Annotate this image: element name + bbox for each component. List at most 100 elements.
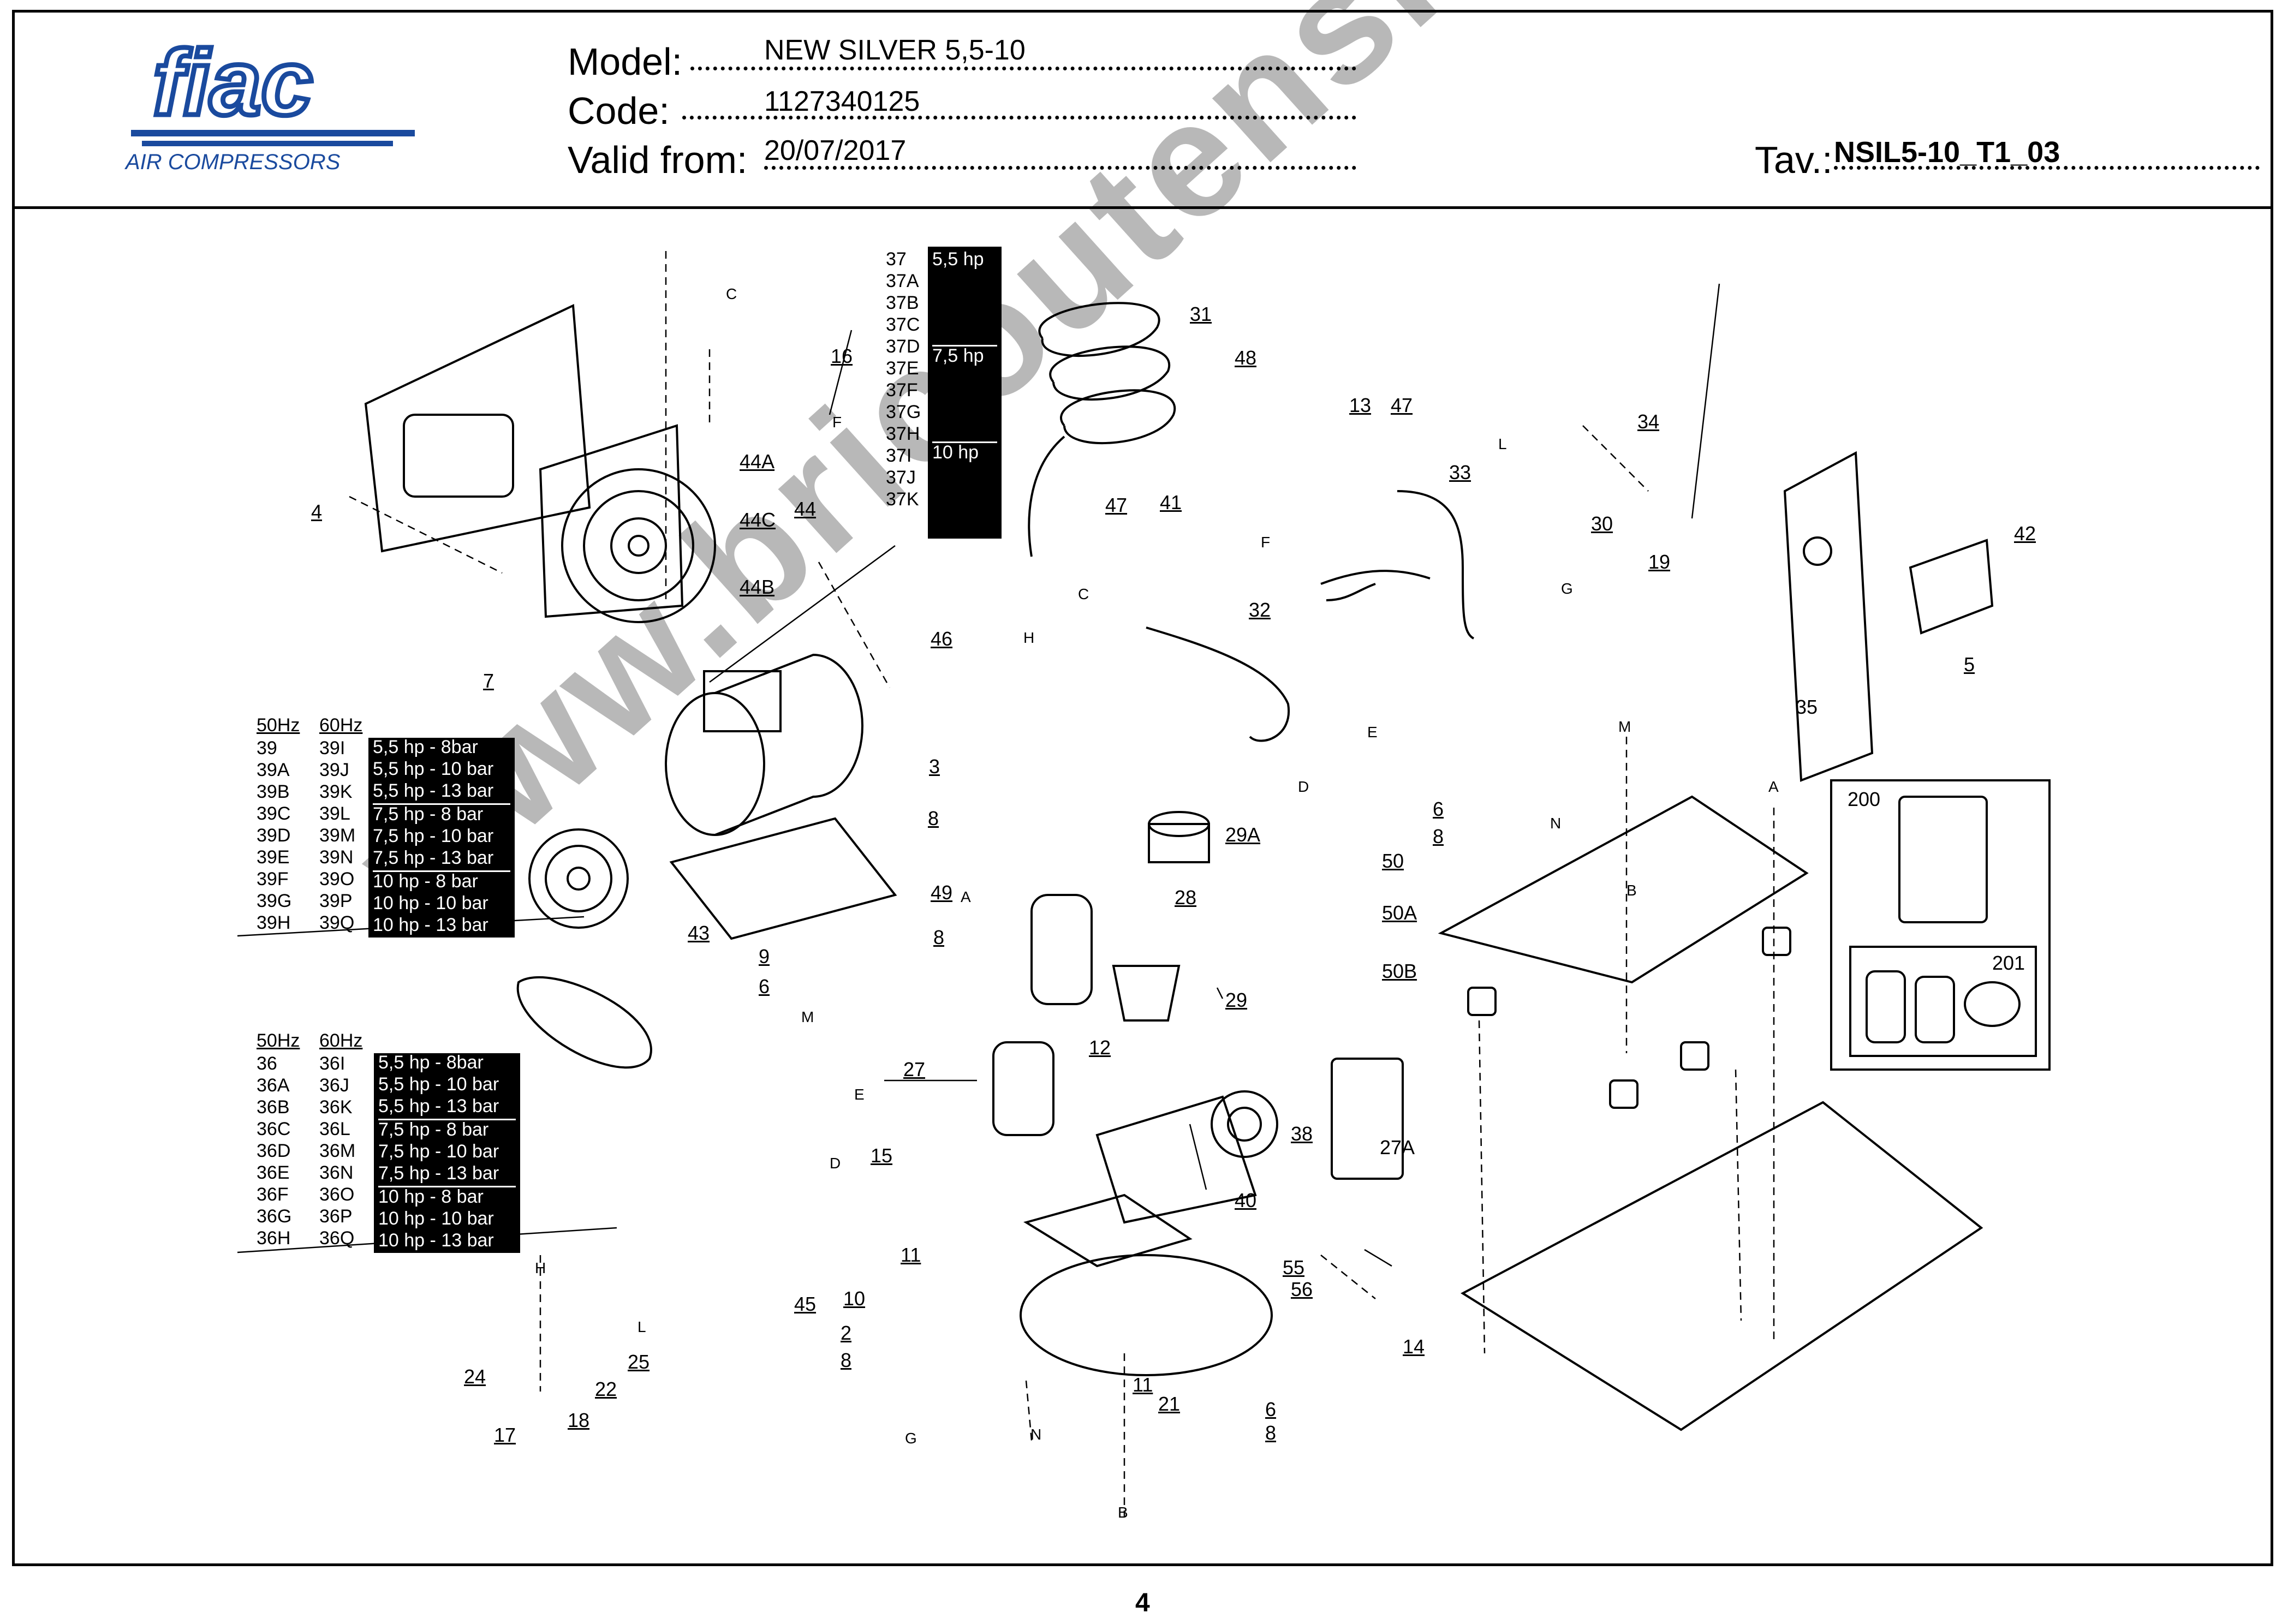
callout-44: 44 [794,498,817,520]
callout-5: 5 [1964,653,1975,676]
callout-10: 10 [843,1287,866,1310]
code-value: 1127340125 [764,86,920,117]
callout-25: 25 [628,1351,650,1373]
belt-desc-row: 5,5 hp - 13 bar [378,1096,499,1116]
guide-motor [829,330,853,415]
letter-b: B [1118,1504,1128,1521]
fiac-logo: fiac AIR COMPRESSORS [120,29,458,180]
callout-2: 2 [841,1322,852,1344]
belt-code: 36J [319,1075,349,1096]
letter-m: M [1618,718,1631,735]
motor-code: 37K [886,489,919,510]
callout-41: 41 [1160,491,1182,514]
belt-code: 36D [257,1141,291,1161]
valid-label: Valid from: [568,139,748,181]
letter-a: A [1768,778,1779,795]
belt-desc-row: 5,5 hp - 10 bar [378,1074,499,1095]
callout-16: 16 [831,345,853,367]
pulley-code: 39M [319,825,356,846]
callout-8-c: 8 [841,1349,852,1371]
letter-l: L [1498,435,1507,452]
callout-48: 48 [1235,347,1257,369]
hose-33 [1397,490,1475,640]
belt-desc-row: 10 hp - 8 bar [378,1186,516,1209]
callout-45: 45 [794,1293,817,1315]
pulley-code: 39 [257,738,277,759]
controller-42 [1909,539,1994,635]
oil-canister-200 [1898,796,1988,923]
pulley [528,828,629,929]
motor-group: 5,5 hp [932,249,984,270]
pulley-desc: 5,5 hp - 8bar 5,5 hp - 10 bar 5,5 hp - 1… [368,738,515,938]
pulley-code: 39Q [319,912,355,933]
filter-housing-29 [1112,965,1181,1022]
belt-code: 36Q [319,1228,355,1249]
page-frame [12,10,2273,1566]
belt [516,976,652,1069]
pump-head [1023,1193,1193,1268]
belt-desc-row: 7,5 hp - 8 bar [378,1119,516,1142]
pulley-code: 39C [257,803,291,824]
motor-code: 37B [886,292,919,313]
letter-l: L [637,1318,646,1335]
belt-code: 36L [319,1119,350,1139]
pulley-code: 39B [257,781,290,802]
motor-code: 37D [886,336,920,357]
belt-desc-row: 7,5 hp - 10 bar [378,1141,499,1162]
letter-h: H [1023,629,1035,646]
callout-44a: 44A [740,450,775,473]
callout-8-d: 8 [1265,1422,1277,1444]
callout-11-b: 11 [1133,1374,1153,1396]
callout-47-left: 47 [1105,494,1128,516]
belt-desc-row: 10 hp - 13 bar [378,1230,494,1251]
callout-24: 24 [464,1365,486,1388]
letter-n: N [1550,815,1562,832]
pulley-col1-header: 50Hz [257,715,300,736]
model-label: Model: [568,40,683,83]
callout-44b: 44B [740,576,775,598]
model-dots [690,67,1356,70]
callout-32: 32 [1249,599,1271,621]
side-panel [1783,451,1874,782]
pulley-code: 39H [257,912,291,933]
callout-201: 201 [1992,952,2025,974]
belt-code: 36G [257,1206,292,1227]
motor-body [665,692,765,836]
belt-code: 36O [319,1184,355,1205]
letter-m: M [801,1008,814,1025]
callout-27a: 27A [1380,1136,1415,1159]
belt-desc-row: 5,5 hp - 8bar [378,1052,484,1073]
callout-42: 42 [2014,522,2036,545]
belt-code: 36H [257,1228,291,1249]
pulley-38 [1211,1090,1278,1158]
belt-code: 36F [257,1184,289,1205]
motor-groups: 5,5 hp 7,5 hp 10 hp [928,247,1002,539]
callout-50: 50 [1382,850,1404,872]
callout-6-a: 6 [759,975,770,998]
letter-e: E [1367,724,1378,741]
callout-12: 12 [1089,1036,1111,1059]
letter-n: N [1030,1426,1042,1443]
callout-31: 31 [1190,303,1212,325]
callout-30: 30 [1591,512,1613,535]
letter-c: C [1078,586,1089,602]
letter-c: C [726,285,737,302]
pulley-code: 39K [319,781,353,802]
callout-29: 29 [1225,989,1248,1011]
pulley-code: 39D [257,825,291,846]
callout-9: 9 [759,945,770,968]
belt-code: 36K [319,1097,353,1118]
pulley-code: 39G [257,891,292,911]
pulley-code: 39F [257,869,289,889]
callout-6-c: 6 [1433,798,1444,820]
pulley-code: 39E [257,847,290,868]
letter-d: D [1298,778,1309,795]
letter-h: H [535,1259,546,1276]
motor-code: 37C [886,314,920,335]
valid-dots [764,166,1356,170]
belt-col1-header: 50Hz [257,1030,300,1051]
callout-4: 4 [311,500,323,523]
callout-17: 17 [494,1424,516,1446]
motor-code: 37E [886,358,919,379]
